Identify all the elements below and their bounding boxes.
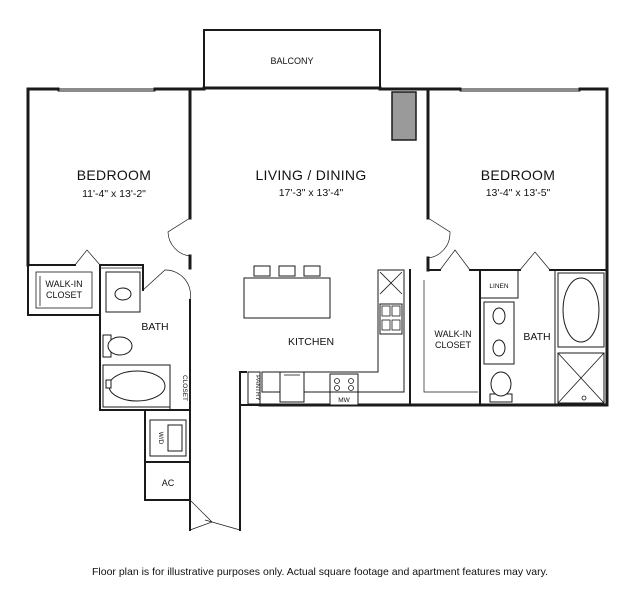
bedroom-right-dimensions: 13'-4" x 13'-5": [486, 187, 551, 199]
toilet-icon: [107, 336, 133, 356]
stool-icon: [253, 265, 271, 277]
interior-walls: [27, 87, 608, 531]
balcony-label: BALCONY: [270, 56, 313, 66]
kitchen-island: [243, 265, 331, 319]
bedroom-right-label: BEDROOM: [481, 167, 555, 183]
linen-label: LINEN: [489, 283, 508, 290]
kitchen-sink-icon: [379, 303, 403, 335]
door-swings: [74, 217, 551, 531]
pantry-label: PANTRY: [254, 375, 261, 401]
mw-label: MW: [338, 397, 350, 404]
stool-icon: [303, 265, 321, 277]
sink-icon: [114, 287, 132, 301]
living-dining-dimensions: 17'-3" x 13'-4": [279, 187, 344, 199]
walkin-left-line2: CLOSET: [46, 290, 83, 300]
sink-icon: [492, 307, 506, 325]
closet-vertical-label: CLOSET: [181, 375, 188, 401]
kitchen-counters: MW PANTRY: [247, 269, 405, 406]
walkin-right-line2: CLOSET: [435, 340, 472, 350]
bath-right-label: BATH: [523, 331, 550, 343]
walkin-left-line1: WALK-IN: [45, 279, 82, 289]
walk-in-closet-left: WALK-IN CLOSET: [35, 271, 93, 309]
bath-left: BATH CLOSET: [102, 271, 188, 408]
kitchen-label: KITCHEN: [288, 336, 334, 348]
balcony: BALCONY: [202, 29, 382, 90]
stool-icon: [278, 265, 296, 277]
pantry-box: [247, 371, 261, 405]
bedroom-left-label: BEDROOM: [77, 167, 151, 183]
bedroom-left-dimensions: 11'-4" x 13'-2": [82, 188, 146, 200]
toilet-icon: [490, 371, 512, 397]
walkin-right-line1: WALK-IN: [434, 329, 471, 339]
ac-label: AC: [162, 478, 175, 488]
exterior-walls: [26, 87, 609, 407]
refrigerator-icon: [279, 371, 305, 403]
microwave-box: [329, 391, 359, 406]
wd-label: W/D: [157, 432, 164, 445]
disclaimer-caption: Floor plan is for illustrative purposes …: [91, 566, 548, 578]
bath-left-label: BATH: [141, 321, 168, 333]
range-icon: [329, 373, 359, 393]
structural-column: [391, 91, 417, 141]
living-dining-label: LIVING / DINING: [255, 167, 366, 183]
utility: W/D AC: [149, 419, 187, 488]
bath-right: LINEN BATH: [483, 272, 605, 404]
sink-icon: [492, 339, 506, 357]
